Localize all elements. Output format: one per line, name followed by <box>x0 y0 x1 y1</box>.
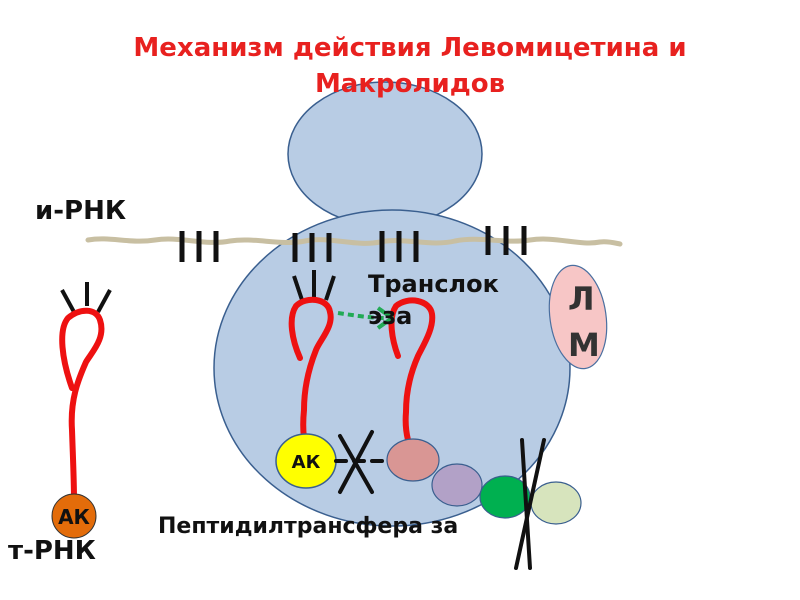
translocation-arrow <box>337 306 394 330</box>
slide-title: Механизм действия Левомицетина и Макроли… <box>133 33 687 99</box>
peptide-bond-blocked-mark <box>334 430 390 494</box>
translocase-label: Транслок эза <box>368 270 499 330</box>
ribosome-amino-acid-label: АК <box>292 452 321 473</box>
lm-label: Л М <box>568 280 600 364</box>
codon-1 <box>179 231 219 262</box>
trna-label: т-РНК <box>8 536 96 566</box>
codon-2 <box>292 233 332 262</box>
trna-p-site <box>288 270 336 441</box>
codon-4 <box>485 226 527 255</box>
small-ribosome-subunit <box>287 81 483 227</box>
free-trna <box>59 282 112 503</box>
trna-a-site <box>388 297 436 443</box>
peptide-residue-1 <box>386 438 440 482</box>
free-amino-acid-label: АК <box>58 505 90 529</box>
peptidyltransferase-label: Пептидилтрансфера за <box>158 514 459 539</box>
exit-tunnel-blocked-mark <box>514 438 546 570</box>
lm-blob <box>548 264 608 370</box>
mrna-label: и-РНК <box>35 196 127 226</box>
peptide-residue-2 <box>431 463 483 507</box>
free-amino-acid <box>51 493 97 539</box>
codon-3 <box>379 231 419 262</box>
peptide-residue-4 <box>530 481 582 525</box>
